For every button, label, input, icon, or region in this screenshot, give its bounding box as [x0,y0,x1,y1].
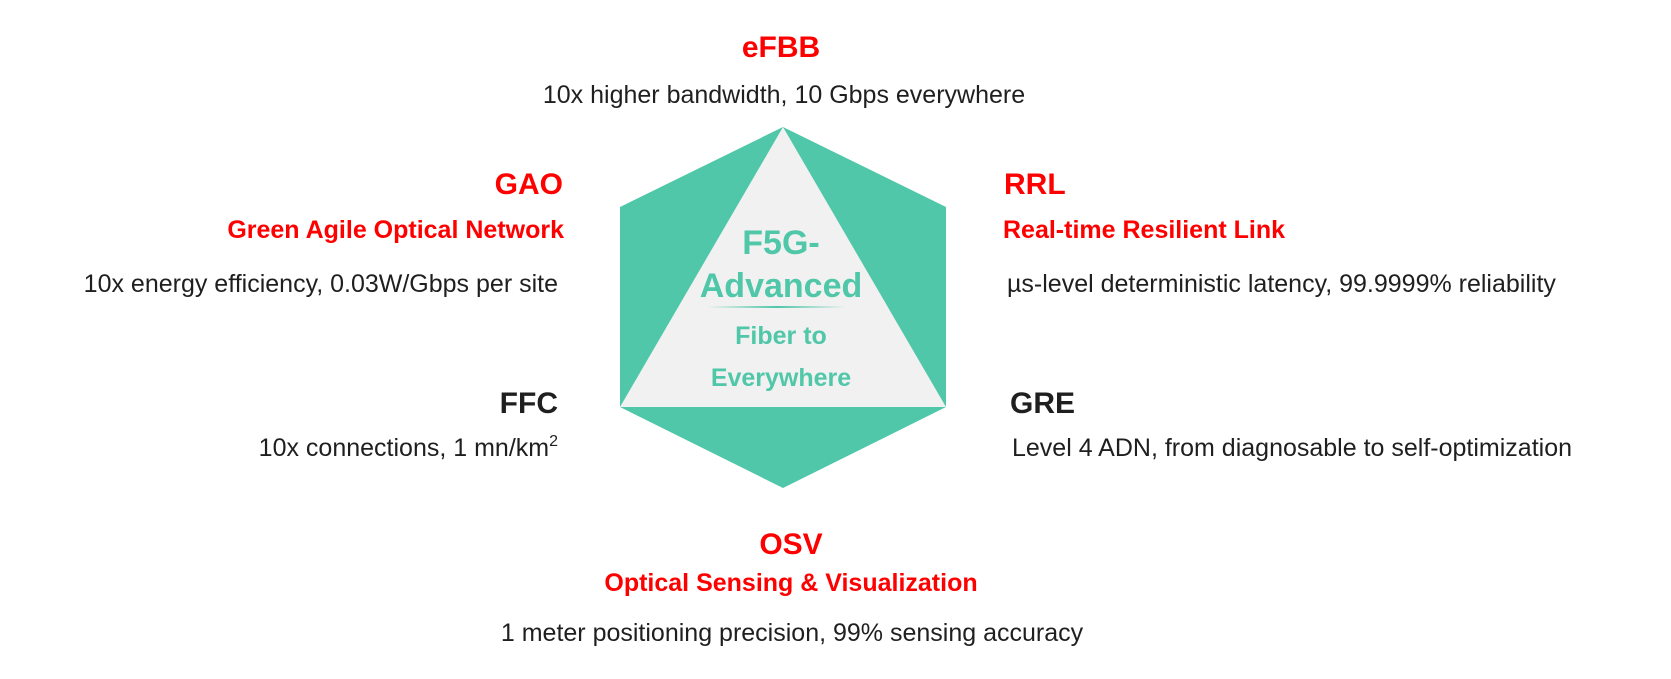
pillar-gao-code: GAO [494,168,563,201]
pillar-gre-description: Level 4 ADN, from diagnosable to self-op… [1012,434,1573,462]
hub-title-line2: Advanced [700,267,863,305]
pillar-ffc-superscript: 2 [549,433,558,450]
pillar-ffc-code: FFC [499,387,558,420]
hub-title-line1: F5G- [742,224,819,262]
pillar-osv-description: 1 meter positioning precision, 99% sensi… [500,619,1084,647]
pillar-gre-code: GRE [1010,387,1076,420]
pillar-osv-full-name: Optical Sensing & Visualization [604,569,978,597]
pillar-gao-full-name: Green Agile Optical Network [227,216,564,244]
pillar-gao-description: 10x energy efficiency, 0.03W/Gbps per si… [83,270,558,298]
pillar-efbb-code: eFBB [741,31,821,64]
pillar-rrl-full-name: Real-time Resilient Link [1003,216,1286,244]
pillar-rrl-code: RRL [1004,168,1066,201]
hub-divider [708,306,846,308]
hub-subtitle-line2: Everywhere [711,364,851,392]
pillar-ffc-description-line: 10x connections, 1 mn/km2 [258,433,558,462]
pillar-osv-code: OSV [759,528,823,561]
hub-subtitle-line1: Fiber to [735,322,827,350]
pillar-ffc-description: 10x connections, 1 mn/km [258,434,550,462]
inner-triangle [620,127,946,407]
pillar-rrl-description: µs-level deterministic latency, 99.9999%… [1007,270,1556,298]
pillar-efbb-description: 10x higher bandwidth, 10 Gbps everywhere [542,81,1026,109]
